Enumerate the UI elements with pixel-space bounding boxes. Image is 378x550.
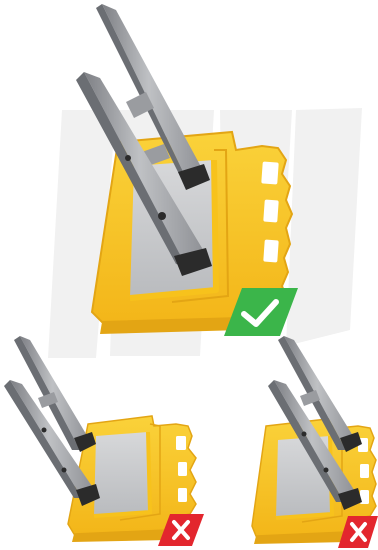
left-ladder bbox=[4, 336, 100, 506]
left-example bbox=[4, 336, 204, 546]
right-example bbox=[252, 336, 378, 548]
